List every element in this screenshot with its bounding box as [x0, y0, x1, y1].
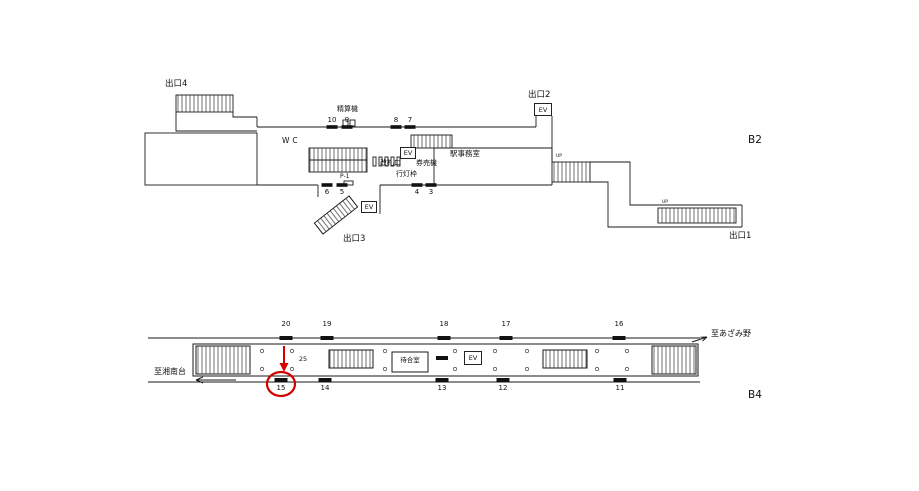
bar-17 [499, 336, 513, 340]
bar-18 [437, 336, 451, 340]
b2-position-5: 5 [339, 188, 345, 196]
exit1-corridor-upper-wall [590, 161, 742, 206]
station-office-label: 駅事務室 [450, 149, 480, 158]
bar-7 [404, 125, 416, 129]
ticket-gates [372, 156, 401, 167]
exit4-stairs [175, 94, 234, 113]
fare-machine-label: 精算機 [337, 105, 358, 113]
b4-position-11: 11 [615, 384, 625, 392]
b4-position-16: 16 [614, 320, 624, 328]
b2-floor-label: B2 [748, 134, 762, 146]
b2-position-8: 8 [393, 116, 399, 124]
b4-position-18: 18 [439, 320, 449, 328]
bar-15 [274, 378, 288, 382]
b2-position-7: 7 [407, 116, 413, 124]
station-office-walls [433, 147, 553, 185]
b2-position-4: 4 [414, 188, 420, 196]
highlight-position-15 [265, 346, 297, 398]
b4-position-13: 13 [437, 384, 447, 392]
platform-stairs-a [328, 349, 374, 369]
platform-right-stairs [651, 345, 697, 375]
platform-center-sign [436, 356, 448, 360]
platform-left-stairs [195, 345, 251, 375]
b2-position-9: 9 [344, 116, 350, 124]
b2-left-room [144, 132, 258, 186]
exit1-corridor-lower-wall [590, 181, 742, 228]
gate-elevator-box: EV [400, 147, 416, 159]
bar-20 [279, 336, 293, 340]
exit2-shaft-walls [535, 116, 553, 162]
bar-3 [425, 183, 437, 187]
ticket-machines-block [410, 134, 453, 149]
b4-position-17: 17 [501, 320, 511, 328]
highlight-circle [265, 370, 297, 398]
b4-position-20: 20 [281, 320, 291, 328]
b4-position-25: 25 [298, 355, 308, 363]
exit3-stairs [313, 195, 359, 235]
exit1-stairs [657, 207, 737, 224]
b2-ad-position-bars [321, 125, 437, 187]
exit2-elevator-box: EV [534, 103, 552, 116]
exit4-label: 出口4 [165, 79, 188, 89]
b2-position-3: 3 [428, 188, 434, 196]
exit3-label: 出口3 [343, 234, 366, 244]
bar-12 [496, 378, 510, 382]
p1-frame [343, 180, 354, 186]
b4-ad-position-bars [274, 336, 627, 382]
exit2-label: 出口2 [528, 90, 551, 100]
to-azamino-label: 至あざみ野 [711, 329, 751, 338]
azamino-direction-arrow [691, 336, 708, 343]
exit3-corridor-walls [317, 185, 381, 214]
bar-4 [411, 183, 423, 187]
b4-position-19: 19 [322, 320, 332, 328]
b4-position-12: 12 [498, 384, 508, 392]
to-shonandai-label: 至湘南台 [154, 367, 186, 376]
b2-position-10: 10 [327, 116, 337, 124]
bar-8 [390, 125, 402, 129]
platform-pillars [259, 348, 630, 372]
bar-5 [336, 183, 348, 187]
bar-9 [341, 125, 353, 129]
b4-floor-label: B4 [748, 389, 762, 401]
b2-position-6: 6 [324, 188, 330, 196]
platform-stairs-b [542, 349, 588, 369]
shonandai-direction-arrow [195, 376, 236, 384]
exit1-label: 出口1 [729, 231, 752, 241]
up-label-exit1-stairs: UP [662, 200, 669, 205]
platform-outline [192, 343, 699, 377]
bar-14 [318, 378, 332, 382]
bar-13 [435, 378, 449, 382]
highlight-arrow-head [279, 363, 289, 372]
wc-label: WC [282, 136, 301, 145]
b4-position-15: 15 [276, 384, 286, 392]
bar-10 [326, 125, 338, 129]
p1-label: P-1 [340, 173, 350, 180]
platform-elevator-box: EV [464, 351, 482, 365]
waiting-room-label: 待合室 [400, 356, 420, 364]
ticket-gate-label: 改札口 [380, 159, 401, 167]
andon-frame-label: 行灯枠 [396, 170, 417, 178]
bar-6 [321, 183, 333, 187]
up-label-right-stairs: UP [556, 154, 563, 159]
ticket-machine-label: 券売機 [416, 159, 437, 167]
exit4-corridor [175, 112, 258, 132]
waiting-room-box [391, 351, 429, 373]
bar-16 [612, 336, 626, 340]
b4-position-14: 14 [320, 384, 330, 392]
exit3-elevator-box: EV [361, 201, 377, 213]
b2-right-stairs [551, 161, 591, 183]
bar-19 [320, 336, 334, 340]
bar-11 [613, 378, 627, 382]
